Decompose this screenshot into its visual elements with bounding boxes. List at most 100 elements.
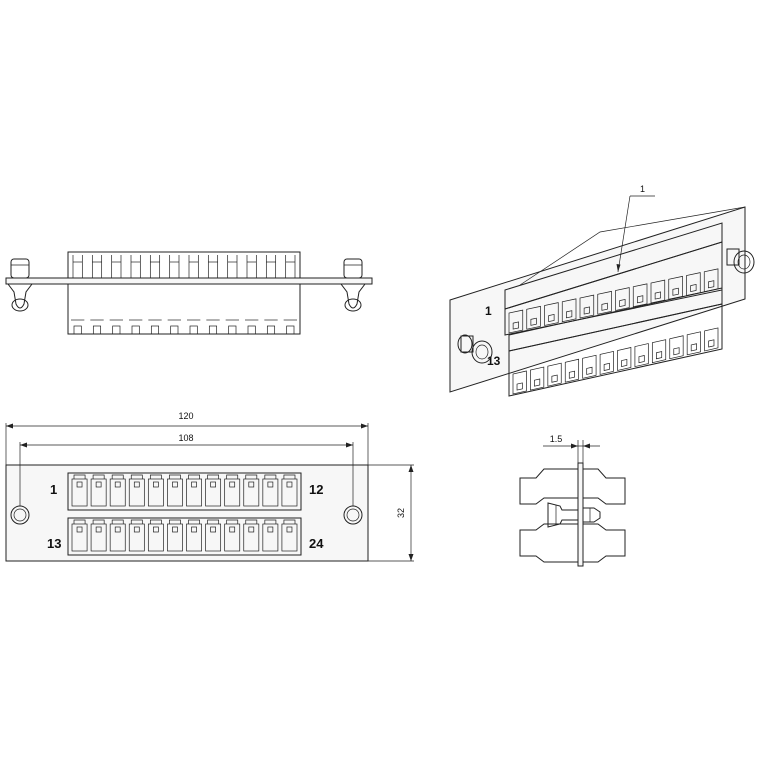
- dimension-screw-spacing: 108: [19, 433, 354, 506]
- side-view-left-lower-block: [519, 523, 578, 563]
- side-view-left-upper-block: [519, 468, 578, 505]
- top-view-upper-body: [67, 251, 301, 279]
- front-port-top-2: [90, 474, 107, 507]
- iso-upper-ports: [508, 268, 719, 334]
- iso-lower-ports: [512, 327, 719, 395]
- iso-port-bottom-2: [530, 366, 545, 391]
- front-port-bottom-6: [167, 519, 183, 552]
- front-bottom-port-block: [67, 517, 302, 556]
- top-view-slot-5: [149, 255, 161, 278]
- iso-callout: 1: [616, 184, 655, 273]
- top-view-tooth-2: [90, 319, 104, 335]
- front-port-bottom-9: [224, 519, 241, 552]
- front-port-top-7: [186, 474, 202, 507]
- front-port-top-9: [224, 474, 241, 507]
- side-view-screw: [547, 502, 601, 528]
- iso-port-bottom-1: [512, 370, 527, 395]
- top-view-tooth-9: [225, 319, 239, 335]
- top-view-right-screw: [340, 258, 366, 312]
- iso-port-label-1: 1: [485, 304, 492, 318]
- top-view-lower-body: [67, 283, 301, 335]
- iso-left-screw: [457, 334, 493, 364]
- front-port-top-11: [262, 474, 279, 507]
- iso-lower-front: [508, 303, 723, 397]
- top-view-tooth-5: [148, 319, 162, 335]
- front-port-top-10: [243, 474, 260, 507]
- side-view-panel: [577, 462, 584, 567]
- front-port-bottom-7: [186, 519, 202, 552]
- iso-port-bottom-11: [686, 331, 701, 356]
- front-bottom-ports: [71, 519, 298, 552]
- iso-port-top-7: [615, 287, 630, 311]
- top-view-slot-12: [285, 255, 296, 278]
- iso-port-top-11: [686, 272, 701, 296]
- iso-port-top-5: [579, 294, 595, 319]
- top-view-slot-3: [111, 255, 122, 278]
- front-view: 1 12 13 24 120 108 32: [5, 411, 414, 562]
- top-view-slot-6: [169, 255, 180, 278]
- top-view-slot-10: [246, 255, 257, 278]
- dimension-height: 32: [368, 464, 414, 562]
- top-view-slot-9: [227, 255, 238, 278]
- front-port-bottom-12: [281, 519, 298, 552]
- top-view-slot-11: [265, 255, 277, 278]
- side-view-right-upper-block: [583, 468, 626, 505]
- front-port-top-5: [147, 474, 164, 507]
- dimension-screw-spacing-text: 108: [178, 433, 193, 443]
- front-port-bottom-2: [90, 519, 107, 552]
- iso-port-bottom-9: [651, 339, 667, 364]
- front-view-panel: [5, 464, 369, 562]
- port-label-1: 1: [50, 482, 57, 497]
- front-top-ports: [71, 474, 298, 507]
- front-port-bottom-3: [109, 519, 126, 552]
- iso-port-bottom-7: [617, 347, 632, 371]
- front-port-top-1: [71, 474, 88, 507]
- iso-port-bottom-4: [564, 358, 580, 383]
- top-view-upper-slots: [72, 255, 296, 278]
- port-label-13: 13: [47, 536, 61, 551]
- iso-port-top-1: [508, 309, 524, 334]
- front-port-bottom-5: [147, 519, 164, 552]
- iso-port-label-13: 13: [487, 354, 501, 368]
- port-label-12: 12: [309, 482, 323, 497]
- top-view-slot-1: [72, 255, 83, 278]
- front-port-bottom-4: [128, 519, 145, 552]
- top-view-tooth-11: [264, 319, 278, 335]
- iso-port-bottom-5: [582, 354, 597, 379]
- front-port-top-12: [281, 474, 298, 507]
- dimension-panel-thickness-text: 1.5: [550, 434, 563, 444]
- isometric-view: 1 13 1: [449, 184, 755, 397]
- iso-port-top-10: [668, 275, 683, 300]
- top-view-lower-teeth: [71, 319, 297, 335]
- top-view-slot-2: [91, 255, 103, 278]
- top-view-tooth-4: [129, 319, 143, 335]
- iso-port-top-9: [650, 279, 666, 304]
- iso-port-top-3: [544, 302, 559, 326]
- front-port-bottom-10: [243, 519, 260, 552]
- top-view-tooth-6: [167, 319, 181, 335]
- iso-port-bottom-12: [704, 327, 719, 352]
- iso-port-top-2: [526, 305, 541, 330]
- dimension-height-text: 32: [396, 508, 406, 518]
- front-port-top-6: [167, 474, 183, 507]
- top-view-tooth-8: [206, 319, 220, 335]
- top-view-tooth-12: [283, 319, 297, 335]
- iso-port-bottom-6: [599, 350, 614, 375]
- top-elevation-view: [5, 251, 373, 335]
- iso-port-top-8: [632, 283, 648, 308]
- top-view-slot-8: [207, 255, 219, 278]
- dimension-overall-width: 120: [5, 411, 369, 465]
- front-port-top-8: [205, 474, 222, 507]
- top-view-tooth-1: [71, 319, 85, 335]
- front-port-bottom-11: [262, 519, 279, 552]
- side-view-right-lower-block: [583, 523, 626, 563]
- top-view-tooth-3: [109, 319, 123, 335]
- top-view-slot-4: [130, 255, 141, 278]
- top-view-tooth-7: [187, 319, 201, 335]
- top-view-left-screw: [7, 258, 33, 312]
- front-top-port-block: [67, 472, 302, 511]
- dimension-overall-width-text: 120: [178, 411, 193, 421]
- iso-port-top-6: [597, 290, 612, 315]
- top-view-plate: [5, 277, 373, 285]
